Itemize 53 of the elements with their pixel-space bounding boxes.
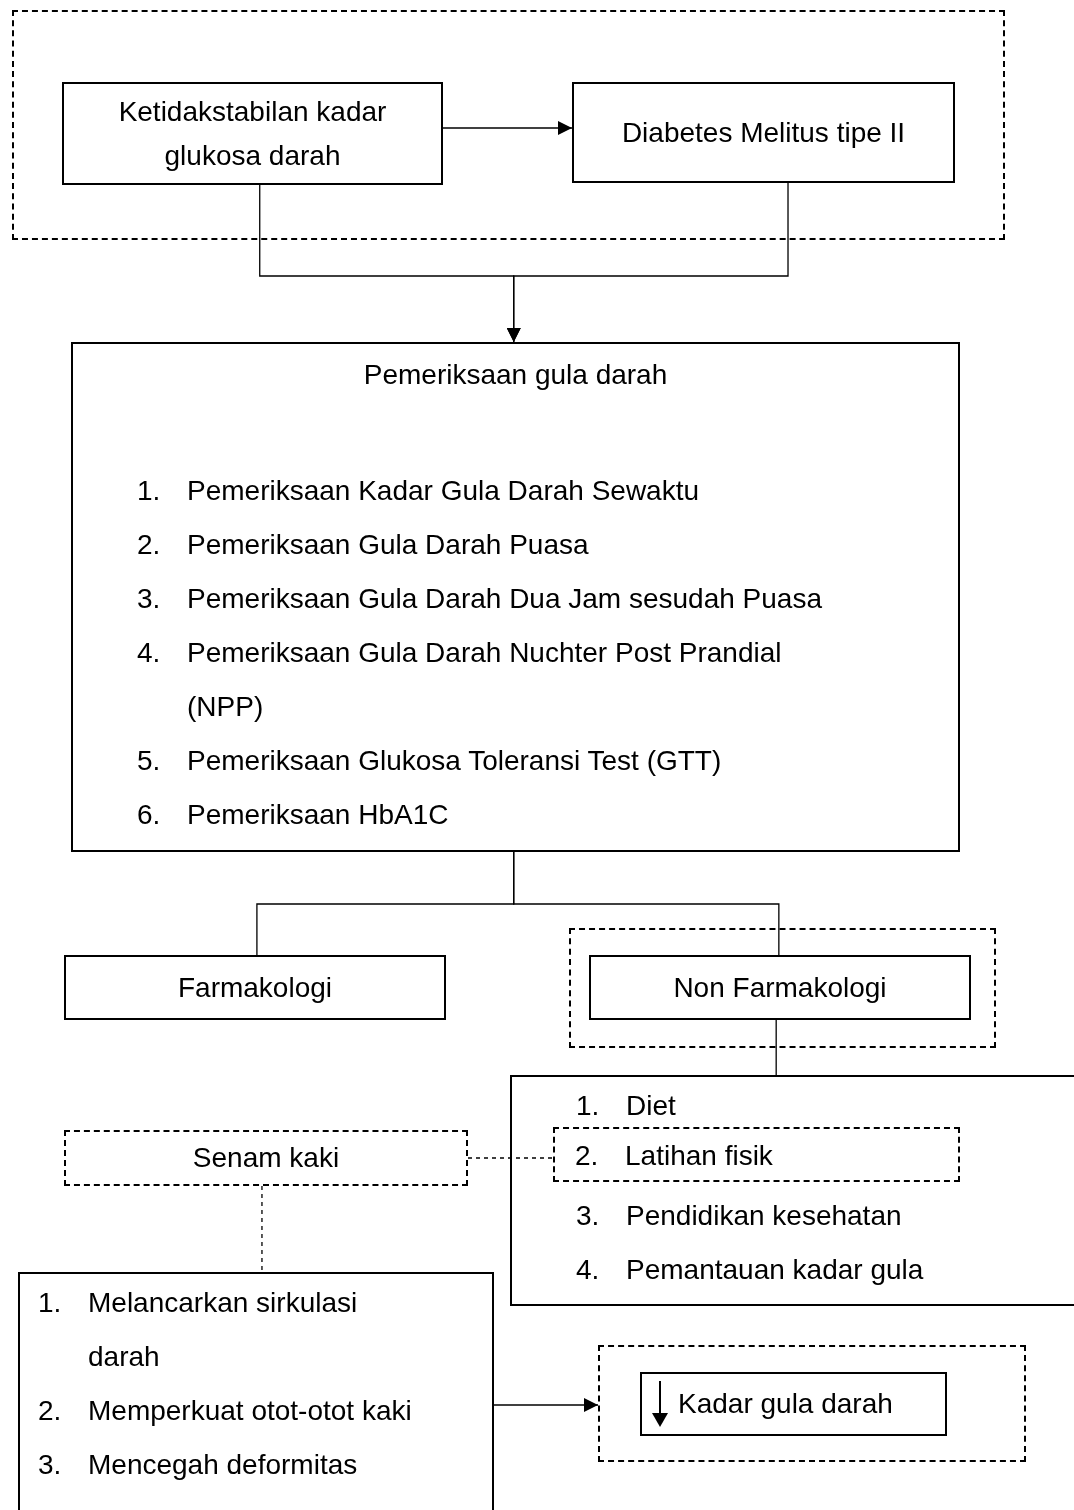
box-label: Senam kaki (192, 1141, 340, 1175)
list-item: Pemeriksaan Gula Darah Nuchter Post Prandial (NPP) (187, 636, 783, 724)
list-number: 5. (137, 744, 162, 778)
list-number: 1. (38, 1286, 63, 1320)
list-number: 6. (137, 798, 162, 832)
box-label: Ketidakstabilan kadar glukosa darah (117, 94, 388, 173)
box-label: Diabetes Melitus tipe II (621, 115, 906, 150)
list-number: 2. (137, 528, 162, 562)
connector (775, 1019, 777, 1076)
process-box (510, 1075, 1074, 1306)
connector (467, 1157, 554, 1159)
connector (261, 1185, 263, 1273)
connector (513, 851, 780, 956)
dashed-box (553, 1127, 960, 1182)
dashed-box (64, 1130, 468, 1186)
connector (506, 182, 789, 343)
process-box (640, 1372, 947, 1436)
process-box (64, 955, 446, 1020)
list-item: Melancarkan sirkulasi darah (88, 1286, 359, 1374)
process-box (62, 82, 443, 185)
list-item: Memperkuat otot-otot kaki (88, 1394, 412, 1428)
box-label: Farmakologi (177, 970, 333, 1005)
list-number: 2. (575, 1139, 600, 1173)
dashed-frame (12, 10, 1005, 240)
process-box (572, 82, 955, 183)
box-heading: Pemeriksaan gula darah (363, 359, 668, 390)
process-box (18, 1272, 494, 1510)
list-number: 2. (38, 1394, 63, 1428)
box-label: Non Farmakologi (673, 970, 887, 1005)
list-number: 1. (137, 474, 162, 508)
connector (493, 1398, 599, 1412)
list-item: Pemeriksaan HbA1C (187, 798, 449, 832)
list-item: Pemantauan kadar gula (626, 1253, 924, 1287)
process-box (71, 342, 960, 852)
list-number: 1. (576, 1089, 601, 1123)
dashed-frame (598, 1345, 1026, 1462)
list-item: Latihan fisik (625, 1139, 773, 1173)
list-number: 4. (576, 1253, 601, 1287)
box-label: Kadar gula darah (678, 1388, 893, 1420)
list-number: 3. (38, 1448, 63, 1482)
list-item: Pemeriksaan Kadar Gula Darah Sewaktu (187, 474, 700, 508)
list-item: Mencegah deformitas (88, 1448, 358, 1482)
dashed-frame (569, 928, 996, 1048)
process-box (589, 955, 971, 1020)
list-number: 3. (576, 1199, 601, 1233)
connector (442, 121, 573, 135)
list-item: Pemeriksaan Gula Darah Puasa (187, 528, 589, 562)
list-number: 3. (137, 582, 162, 616)
list-item: Pendidikan kesehatan (626, 1199, 902, 1233)
list-item: Pemeriksaan Glukosa Toleransi Test (GTT) (187, 744, 722, 778)
list-item: Pemeriksaan Gula Darah Dua Jam sesudah Puasa (187, 582, 822, 616)
list-number: 4. (137, 636, 162, 670)
list-item: Diet (626, 1089, 676, 1123)
